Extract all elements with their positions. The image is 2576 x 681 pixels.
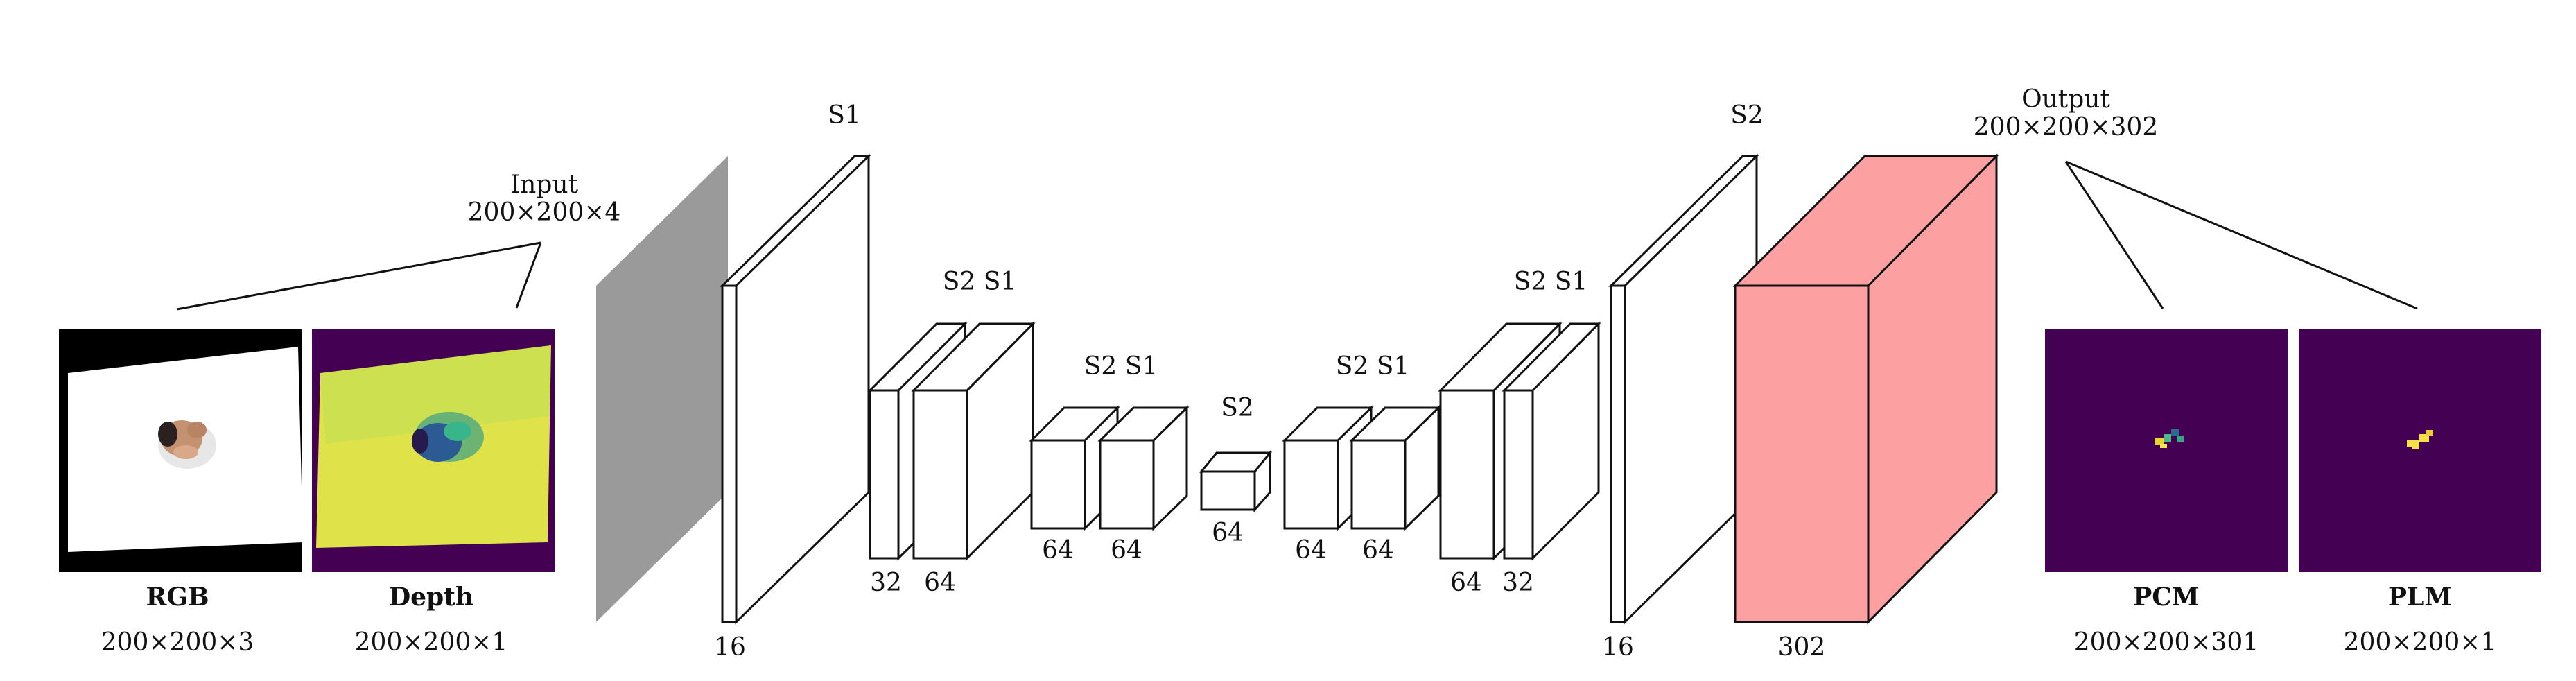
channel-label-12: 302 xyxy=(1778,633,1826,662)
stage-label-1: S1 xyxy=(828,101,861,130)
channel-label-7: 64 xyxy=(1295,536,1327,564)
depth-shape: 200×200×1 xyxy=(355,628,508,657)
channel-label-3: 64 xyxy=(924,569,956,597)
channel-label-8: 64 xyxy=(1362,536,1394,564)
channel-label-9: 64 xyxy=(1450,569,1482,597)
input-shape: 200×200×4 xyxy=(468,198,621,227)
bottleneck-block-64 xyxy=(1199,449,1273,512)
output-bracket-right xyxy=(2065,160,2418,310)
rgb-panel xyxy=(59,329,303,572)
pcm-panel xyxy=(2045,329,2288,572)
stage-label-4: S2 xyxy=(1221,394,1254,422)
channel-label-4: 64 xyxy=(1042,536,1074,564)
input-bracket-right xyxy=(515,242,542,309)
input-block xyxy=(596,156,728,622)
plm-shape: 200×200×1 xyxy=(2344,628,2497,657)
output-title: Output xyxy=(2021,85,2110,114)
channel-label-10: 32 xyxy=(1502,569,1534,597)
channel-label-5: 64 xyxy=(1111,536,1142,564)
channel-label-2: 32 xyxy=(870,569,902,597)
input-bracket-left xyxy=(176,241,541,311)
channel-label-11: 16 xyxy=(1602,633,1634,662)
input-title: Input xyxy=(510,171,579,199)
decoder-block-16 xyxy=(1608,153,1759,625)
encoder-block-64c xyxy=(1097,405,1190,531)
stage-label-6: S2 S1 xyxy=(1514,268,1588,296)
output-block-302 xyxy=(1732,153,1999,625)
pcm-label: PCM xyxy=(2133,583,2200,612)
plm-panel xyxy=(2299,329,2541,572)
encoder-block-16 xyxy=(720,153,871,625)
stage-label-5: S2 S1 xyxy=(1336,352,1410,381)
rgb-shape: 200×200×3 xyxy=(101,628,254,657)
decoder-block-64b xyxy=(1349,405,1441,531)
plm-label: PLM xyxy=(2388,583,2452,612)
encoder-block-64a xyxy=(911,321,1036,561)
channel-label-6: 64 xyxy=(1212,519,1244,547)
output-bracket-left xyxy=(2064,161,2164,309)
rgb-label: RGB xyxy=(146,583,209,612)
depth-panel xyxy=(312,329,555,572)
depth-label: Depth xyxy=(389,583,473,612)
stage-label-3: S2 S1 xyxy=(1084,352,1158,381)
decoder-block-32 xyxy=(1502,321,1601,561)
stage-label-7: S2 xyxy=(1730,101,1764,130)
stage-label-2: S2 S1 xyxy=(943,268,1017,296)
channel-label-1: 16 xyxy=(714,633,746,662)
output-shape: 200×200×302 xyxy=(1974,113,2158,141)
pcm-shape: 200×200×301 xyxy=(2074,628,2259,657)
